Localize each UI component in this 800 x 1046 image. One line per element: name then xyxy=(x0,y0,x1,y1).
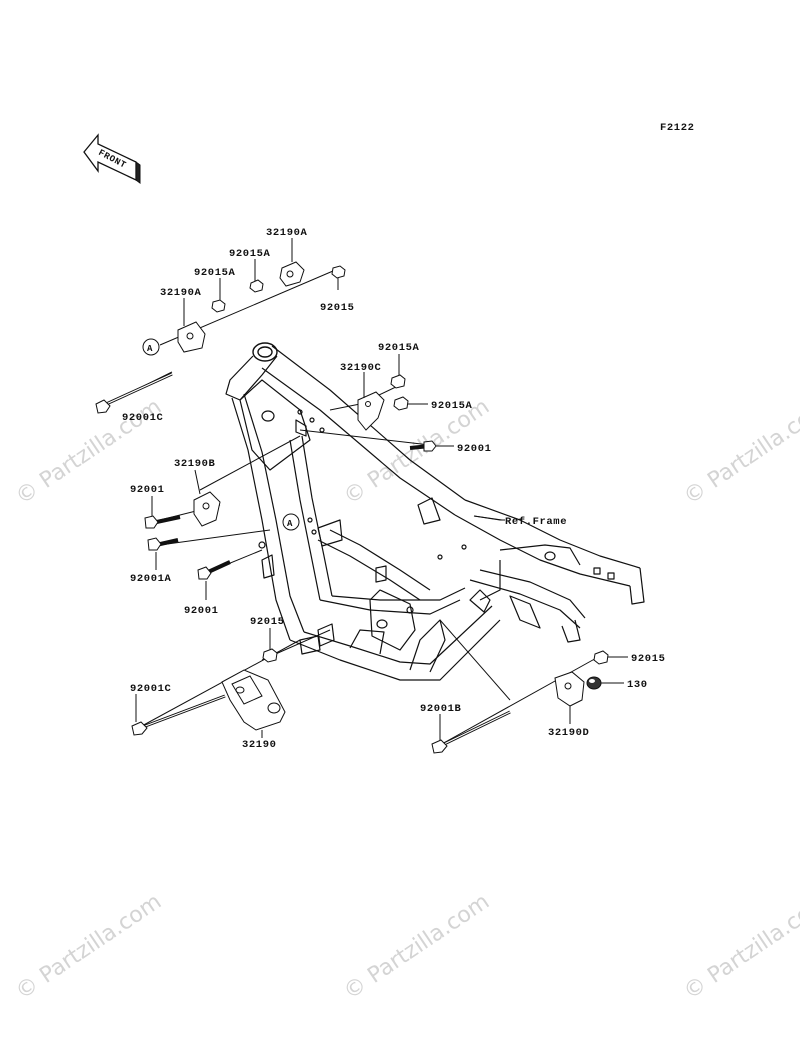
callout-a-lower: A xyxy=(282,513,300,531)
part-label-130: 130 xyxy=(627,679,648,691)
part-label-92015A-c2: 92015A xyxy=(431,400,473,412)
part-label-32190A-left: 32190A xyxy=(160,287,202,299)
part-label-92015-top: 92015 xyxy=(320,302,355,314)
part-label-92001C-low: 92001C xyxy=(130,683,172,695)
frame-drawing xyxy=(225,342,645,681)
watermark-text: © Partzilla.com xyxy=(679,394,800,510)
part-label-92015-right: 92015 xyxy=(631,653,666,665)
callout-letter: A xyxy=(287,519,293,529)
part-label-92001-mid: 92001 xyxy=(184,605,219,617)
part-label-92001A: 92001A xyxy=(130,573,172,585)
ref-frame-label: Ref.Frame xyxy=(505,516,567,528)
part-label-32190: 32190 xyxy=(242,739,277,751)
part-label-92001-left: 92001 xyxy=(130,484,165,496)
parts-group xyxy=(95,261,609,754)
part-label-32190B: 32190B xyxy=(174,458,216,470)
part-label-92015A-top: 92015A xyxy=(229,248,271,260)
part-labels: 32190A 92015A 92015 92015A 32190A 92001C… xyxy=(122,227,666,751)
part-label-92015A-left: 92015A xyxy=(194,267,236,279)
front-arrow-icon: FRONT xyxy=(83,133,141,184)
watermark-text: © Partzilla.com xyxy=(11,889,166,1005)
figure-code: F2122 xyxy=(660,122,695,134)
part-label-32190C: 32190C xyxy=(340,362,382,374)
part-label-92001C-top: 92001C xyxy=(122,412,164,424)
part-label-92001-right: 92001 xyxy=(457,443,492,455)
part-label-32190A-top: 32190A xyxy=(266,227,308,239)
watermark-text: © Partzilla.com xyxy=(339,889,494,1005)
part-label-92015-low: 92015 xyxy=(250,616,285,628)
callout-letter: A xyxy=(147,344,153,354)
label-leaders xyxy=(135,238,628,740)
part-label-92001B: 92001B xyxy=(420,703,462,715)
callout-a-upper: A xyxy=(142,338,160,356)
part-label-32190D: 32190D xyxy=(548,727,589,739)
watermark-text: © Partzilla.com xyxy=(679,889,800,1005)
part-label-92015A-c1: 92015A xyxy=(378,342,420,354)
